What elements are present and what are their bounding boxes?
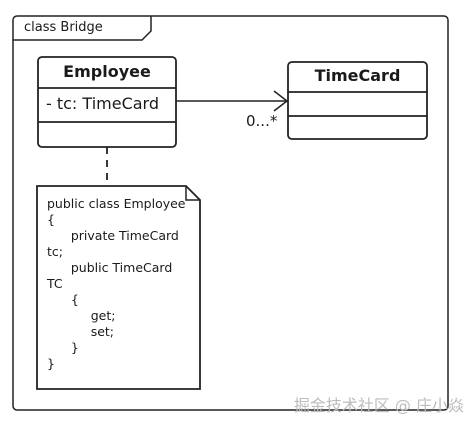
employee-class-name: Employee	[63, 62, 151, 81]
frame-title: class Bridge	[24, 20, 103, 35]
association-arrow	[176, 90, 289, 112]
timecard-class-name: TimeCard	[314, 66, 401, 85]
note-code-text: public class Employee { private TimeCard…	[47, 196, 186, 371]
diagram-frame	[12, 15, 449, 411]
code-note[interactable]	[36, 185, 201, 390]
frame-title-tab	[13, 16, 152, 41]
watermark: 掘金技术社区 @ 庄小焱	[293, 396, 464, 415]
timecard-class-box[interactable]	[287, 61, 428, 140]
association-multiplicity: 0...*	[246, 112, 278, 130]
employee-attribute: - tc: TimeCard	[46, 94, 159, 113]
